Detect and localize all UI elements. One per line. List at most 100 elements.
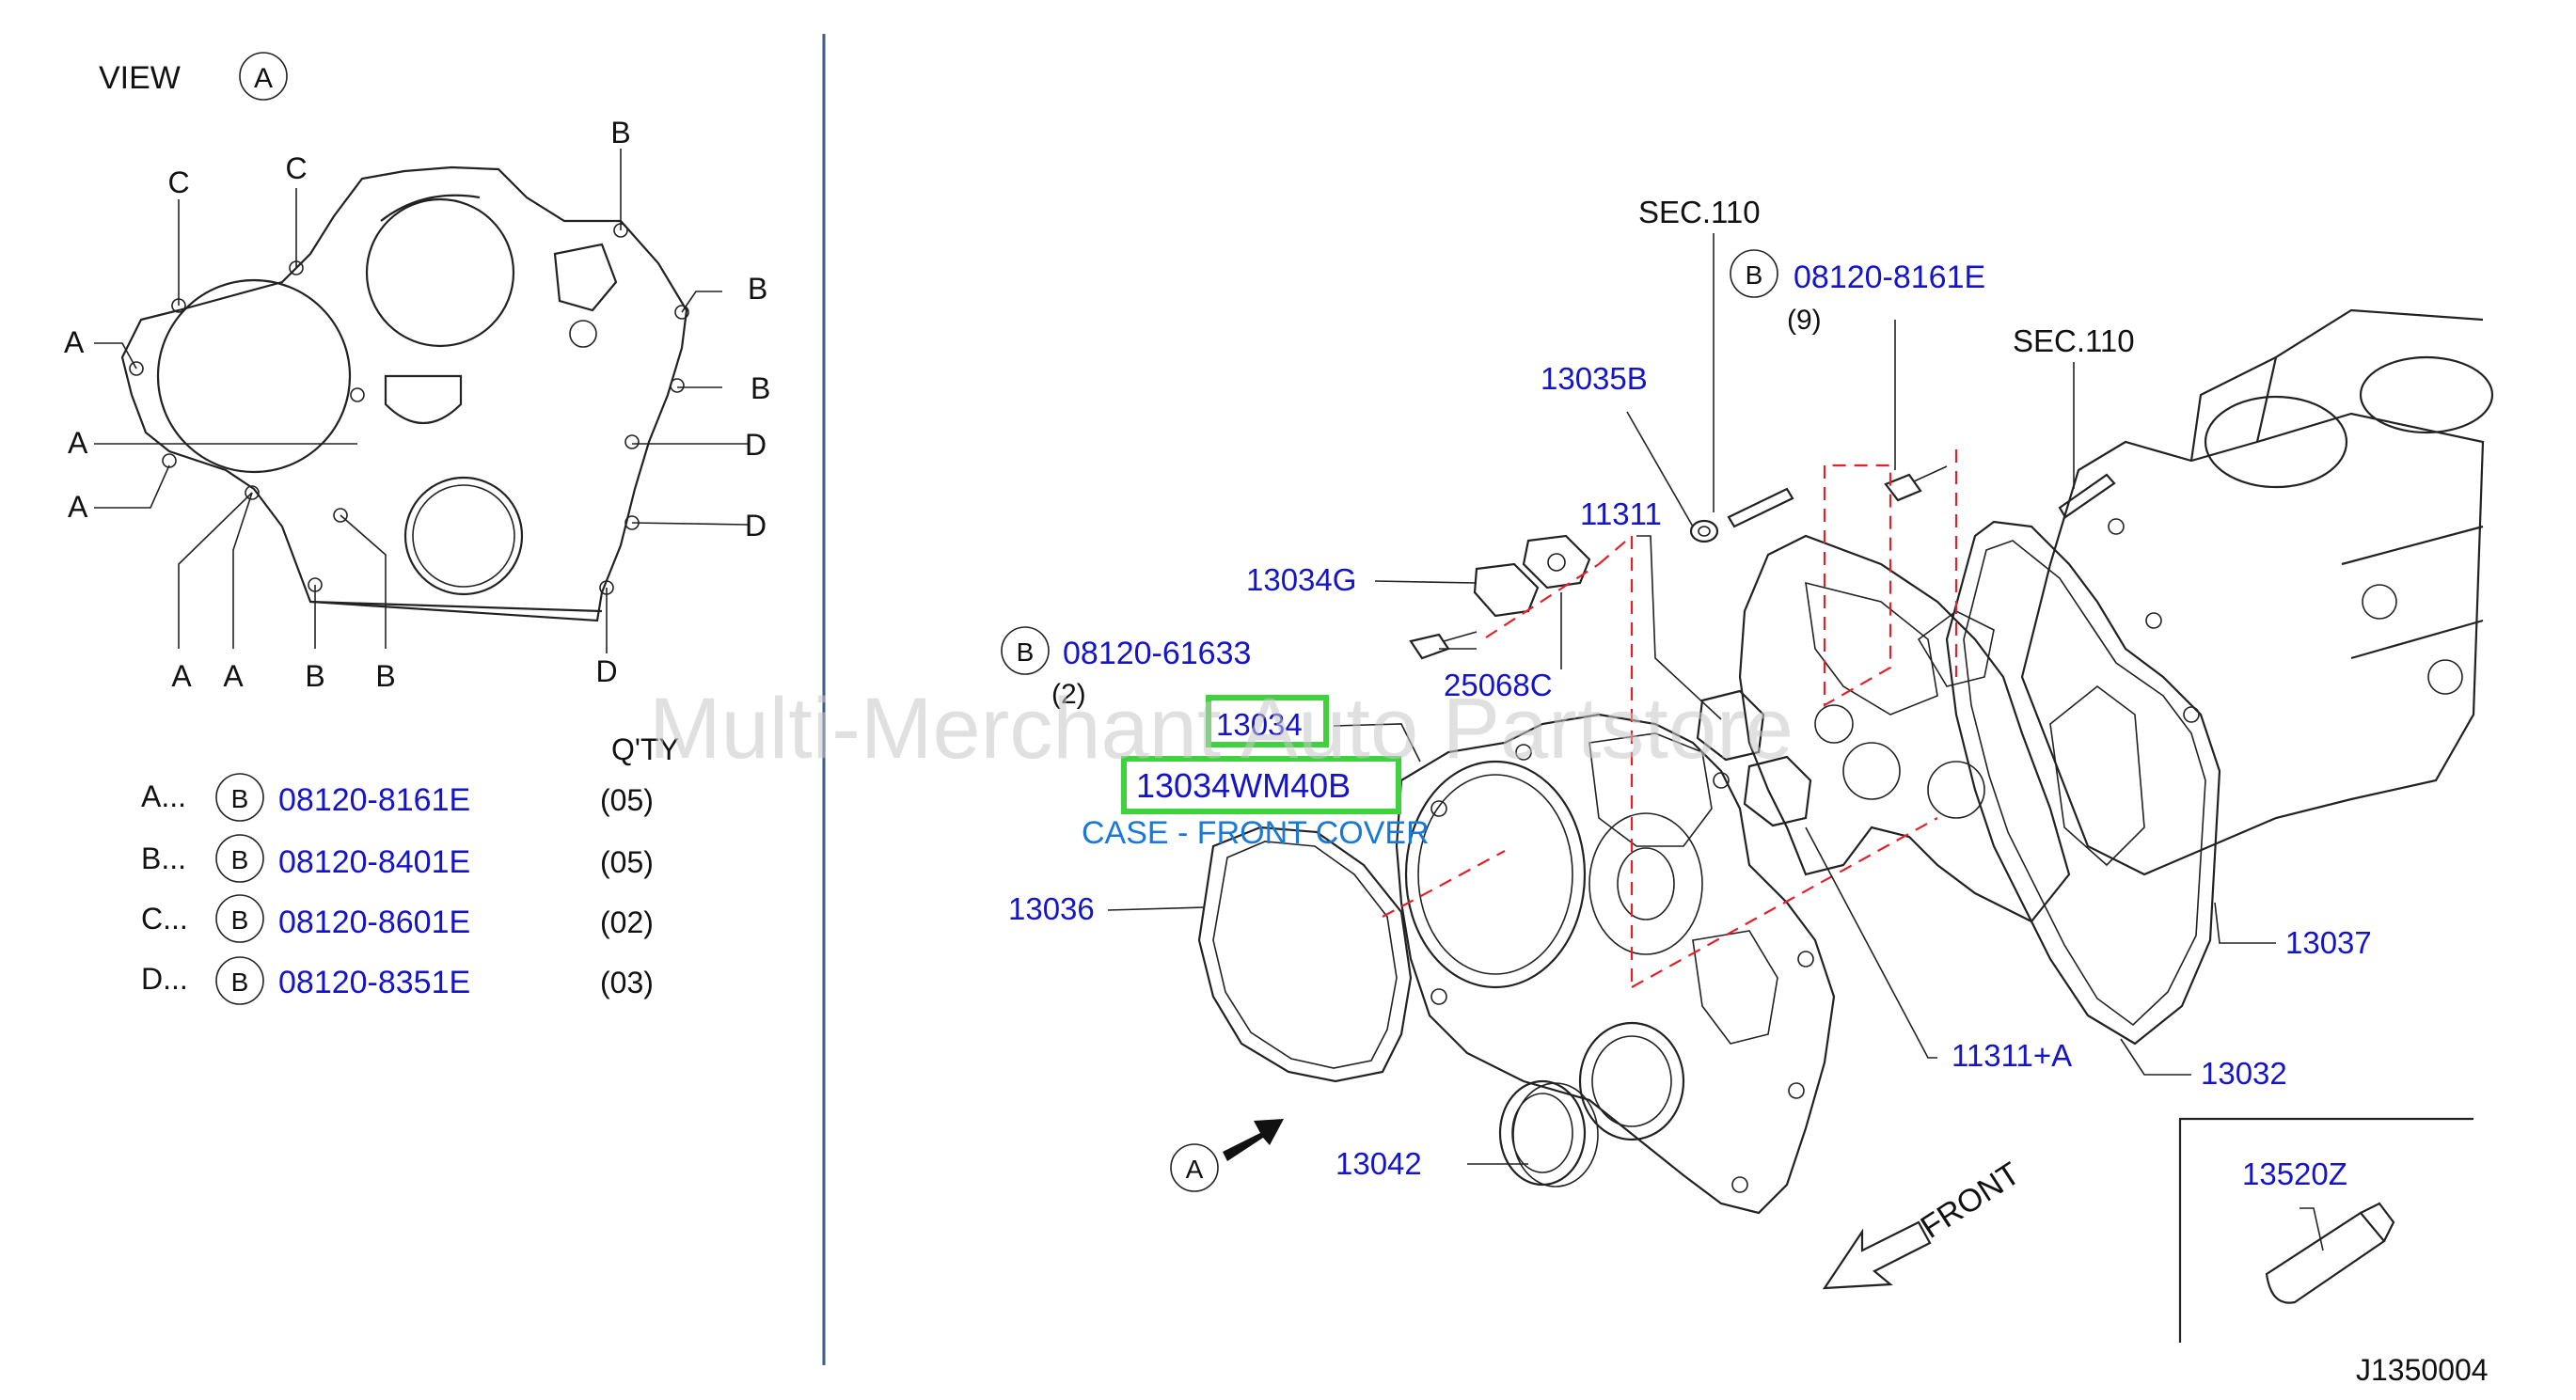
highlight-box-13034wm40b bbox=[1121, 756, 1401, 814]
label-c-1: C bbox=[167, 165, 189, 199]
label-d-right-2: D bbox=[745, 509, 766, 543]
oil-seal-13042 bbox=[1498, 1021, 1685, 1188]
sec110-label-a: SEC.110 bbox=[1638, 195, 1761, 229]
sealant-box bbox=[2178, 1117, 2473, 1343]
bolt-08120-61633 bbox=[1409, 631, 1478, 660]
legend-row: D... B 08120-8351E (03) bbox=[141, 956, 654, 1005]
legend-badge-circle bbox=[215, 894, 264, 943]
legend-badge-circle bbox=[215, 773, 264, 822]
label-a-left-1: A bbox=[64, 325, 85, 359]
legend-key: D... bbox=[141, 962, 188, 996]
view-a-badge: A bbox=[1186, 1155, 1204, 1184]
diagram-id: J1350004 bbox=[2356, 1353, 2489, 1387]
part-link-13032[interactable]: 13032 bbox=[2201, 1056, 2287, 1091]
gasket-hole bbox=[1547, 553, 1566, 572]
legend-badge: B bbox=[231, 845, 249, 874]
label-b-right-2: B bbox=[751, 371, 770, 405]
qty-header: Q'TY bbox=[611, 732, 679, 766]
label-a-bottom-2: A bbox=[223, 659, 244, 693]
legend-qty: (02) bbox=[600, 905, 654, 939]
label-c-2: C bbox=[285, 151, 307, 185]
view-badge-letter: A bbox=[254, 63, 273, 94]
legend-badge-circle bbox=[215, 834, 264, 883]
label-d-right-1: D bbox=[745, 428, 766, 462]
watermark: Multi-Merchant Auto Partstore bbox=[649, 681, 1794, 777]
part-link-11311[interactable]: 11311 bbox=[1580, 496, 1662, 531]
plate-11311 bbox=[1738, 534, 2071, 923]
bolt-top-badge: B bbox=[1746, 260, 1763, 290]
sec110-label-b: SEC.110 bbox=[2013, 323, 2135, 358]
bolt-left-qty: (2) bbox=[1051, 679, 1086, 710]
legend-badge: B bbox=[231, 784, 249, 813]
legend-row: B... B 08120-8401E (05) bbox=[141, 834, 654, 883]
front-cover-13034 bbox=[1395, 713, 1836, 1215]
legend-part-link[interactable]: 08120-8161E bbox=[278, 782, 470, 818]
view-a-arrow-icon bbox=[1223, 1119, 1284, 1161]
part-link-13035b[interactable]: 13035B bbox=[1541, 361, 1648, 396]
part-link-08120-61633[interactable]: 08120-61633 bbox=[1063, 636, 1251, 671]
view-badge-circle bbox=[239, 52, 288, 101]
bolt-left-badge-circle bbox=[1001, 626, 1050, 675]
stud-sec110-a bbox=[1727, 487, 1794, 528]
legend-badge: B bbox=[231, 905, 249, 935]
legend-part-link[interactable]: 08120-8401E bbox=[278, 844, 470, 880]
part-link-13042[interactable]: 13042 bbox=[1335, 1146, 1422, 1181]
label-d-bottom: D bbox=[595, 654, 617, 688]
legend-part-link[interactable]: 08120-8601E bbox=[278, 904, 470, 940]
gasket-13036 bbox=[1197, 826, 1413, 1083]
alignment-dashes bbox=[1382, 449, 1958, 988]
legend-qty: (05) bbox=[600, 845, 654, 879]
sealant-tube-13520z bbox=[2265, 1202, 2395, 1304]
seal-piece-11311 bbox=[1696, 689, 1765, 762]
bolt-08120-8161e bbox=[1884, 465, 1948, 502]
bolt-top-qty: (9) bbox=[1787, 305, 1822, 336]
front-cover-view-a bbox=[120, 165, 689, 622]
front-arrow-icon bbox=[1822, 1220, 1932, 1290]
label-b-bottom-1: B bbox=[305, 659, 324, 693]
part-link-13034g[interactable]: 13034G bbox=[1246, 562, 1356, 597]
view-a-leaders bbox=[94, 149, 749, 653]
part-link-11311a[interactable]: 11311+A bbox=[1952, 1038, 2072, 1073]
engine-block bbox=[2020, 308, 2494, 876]
callout-leaders bbox=[1107, 233, 2324, 1251]
legend-key: C... bbox=[141, 902, 188, 936]
bolt-left-badge: B bbox=[1017, 637, 1035, 667]
legend-row: A... B 08120-8161E (05) bbox=[141, 773, 654, 822]
part-link-08120-8161e[interactable]: 08120-8161E bbox=[1794, 260, 1985, 295]
legend-key: A... bbox=[141, 779, 186, 813]
legend-qty: (05) bbox=[600, 783, 654, 817]
view-a-badge-circle bbox=[1170, 1143, 1219, 1192]
part-link-13034wm40b[interactable]: 13034WM40B bbox=[1136, 766, 1351, 805]
label-a-left-3: A bbox=[68, 490, 88, 524]
gasket-25068c bbox=[1522, 534, 1591, 590]
legend-badge-circle bbox=[215, 956, 264, 1005]
front-label: FRONT bbox=[1915, 1156, 2027, 1246]
part-link-13520z[interactable]: 13520Z bbox=[2242, 1156, 2347, 1191]
legend-qty: (03) bbox=[600, 966, 654, 999]
gasket-13032 bbox=[1945, 520, 2221, 1046]
label-a-bottom-1: A bbox=[171, 659, 192, 693]
bolt-top-badge-circle bbox=[1730, 249, 1778, 298]
label-b-bottom-2: B bbox=[375, 659, 395, 693]
highlight-box-13034 bbox=[1206, 695, 1329, 747]
part-link-13034[interactable]: 13034 bbox=[1216, 707, 1303, 742]
legend-part-link[interactable]: 08120-8351E bbox=[278, 965, 470, 1000]
stud-sec110-b bbox=[2058, 473, 2116, 519]
view-a-labels: C C B B B D D A A A A A B B D bbox=[64, 116, 770, 693]
nut-13035b bbox=[1689, 519, 1719, 543]
legend-row: C... B 08120-8601E (02) bbox=[141, 894, 654, 943]
label-b-right-1: B bbox=[748, 272, 767, 306]
label-a-left-2: A bbox=[68, 426, 88, 460]
seal-piece-11311a bbox=[1743, 755, 1812, 827]
legend-badge: B bbox=[231, 967, 249, 997]
part-caption: CASE - FRONT COVER bbox=[1082, 815, 1430, 851]
part-link-25068c[interactable]: 25068C bbox=[1444, 668, 1553, 702]
flange-13034g bbox=[1473, 562, 1540, 618]
part-link-13037[interactable]: 13037 bbox=[2285, 925, 2372, 960]
part-link-13036[interactable]: 13036 bbox=[1008, 891, 1095, 926]
label-b-top: B bbox=[610, 116, 630, 149]
legend-key: B... bbox=[141, 842, 186, 875]
view-label: VIEW bbox=[99, 60, 181, 96]
